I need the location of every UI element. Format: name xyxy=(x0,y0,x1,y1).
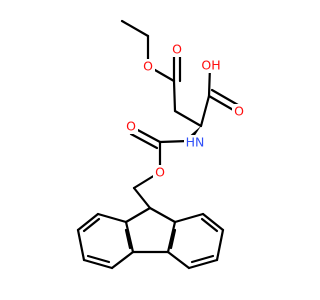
bond-acid-c-o-double-b xyxy=(210,88,240,107)
bond-right-ring-4 xyxy=(215,228,225,262)
bond-right-ring-inner-2 xyxy=(190,254,215,264)
bond-right-ring-inner-3 xyxy=(200,217,219,233)
bond-ester-c-ch2 xyxy=(172,79,177,113)
bond-carbamate-c-o-double-a xyxy=(132,126,162,144)
bond-left-ring-4 xyxy=(76,228,86,262)
atom-label-acid-carbonyl-oxygen: O xyxy=(234,104,244,119)
bond-acid-c-o-double-a xyxy=(207,94,237,113)
bond-right-ring-3 xyxy=(187,258,219,270)
bond-c9-c8a xyxy=(148,206,177,224)
bond-right-ring-1 xyxy=(166,220,177,254)
atom-acid-carbonyl-oxygen: O xyxy=(232,104,246,119)
atom-label-ester-oxygen: O xyxy=(143,59,153,74)
bond-left-ring-inner-3 xyxy=(82,217,101,233)
bond-right-ring-6 xyxy=(173,212,205,224)
bond-n-carbamate-c xyxy=(158,139,190,144)
atom-acid-hydroxyl: OH xyxy=(199,58,223,73)
atom-label-amide-nitrogen: HN xyxy=(186,135,205,150)
bond-left-ring-inner-2 xyxy=(86,254,111,264)
atom-label-acid-hydroxyl: OH xyxy=(201,58,220,73)
bond-c9-c9a xyxy=(124,206,152,224)
bond-ch2-alpha-c xyxy=(173,109,203,128)
bond-left-ring-1 xyxy=(124,220,135,254)
bond-left-ring-5 xyxy=(76,212,100,232)
bond-right-ring-5 xyxy=(201,212,225,232)
atom-amide-nitrogen: HN xyxy=(184,135,208,150)
bond-left-ring-inner-1 xyxy=(124,228,132,250)
bond-left-ring-6 xyxy=(96,212,128,224)
bond-ch2-fluorenyl-c9 xyxy=(132,186,152,210)
bond-layer xyxy=(76,19,240,270)
atom-label-ester-carbonyl-oxygen: O xyxy=(172,42,182,57)
atom-label-carbamate-ester-oxygen: O xyxy=(155,165,165,180)
atom-label-carbamate-carbonyl-oxygen: O xyxy=(126,119,136,134)
atom-label-layer: O O OH O HN O O xyxy=(124,42,246,180)
bond-left-ring-2 xyxy=(110,250,135,270)
bond-right-ring-2 xyxy=(166,250,191,270)
bond-alpha-c-acid-c xyxy=(199,94,211,128)
bond-carbamate-c-o-double-b xyxy=(129,132,159,150)
atom-carbamate-ester-oxygen: O xyxy=(153,165,167,180)
bond-right-ring-inner-1 xyxy=(169,228,177,250)
bond-ethyl-ch3-ch2 xyxy=(120,19,150,38)
atom-ester-carbonyl-oxygen: O xyxy=(170,42,184,57)
molecule-structure: O O OH O HN O O xyxy=(76,19,246,270)
bond-left-ring-3 xyxy=(82,258,114,270)
atom-carbamate-carbonyl-oxygen: O xyxy=(124,119,138,134)
atom-ester-oxygen: O xyxy=(141,59,155,74)
